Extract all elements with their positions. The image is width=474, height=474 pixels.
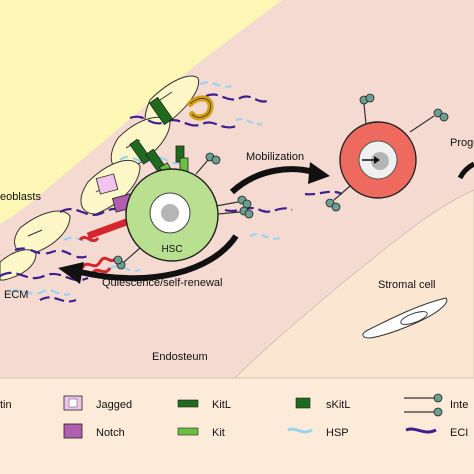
legend-tin-label: tin: [0, 399, 12, 411]
integrin-head: [211, 155, 221, 165]
hsp-fiber: [249, 233, 281, 240]
hsp-fiber: [235, 118, 263, 126]
ecm-fiber: [304, 190, 343, 196]
legend-integrin-swatch: [404, 397, 434, 413]
hsp-fiber: [109, 265, 141, 272]
integrin: [363, 103, 367, 125]
integrin-head: [439, 112, 449, 122]
kitl-molecule: [148, 96, 174, 126]
legend-integrin-label: Inte: [450, 399, 468, 411]
mobilization-arrowhead: [308, 162, 330, 184]
bone-region: [0, 0, 282, 224]
stromal-region: [234, 189, 474, 379]
mobilization-arrow: [229, 166, 315, 195]
ecm-fiber: [14, 247, 89, 259]
legend-kit-label: Kit: [212, 427, 225, 439]
legend-skitl-swatch: [295, 397, 311, 409]
osteoblast-nucleus: [27, 229, 43, 237]
integrin: [195, 159, 209, 175]
legend-kitl-swatch: [177, 399, 199, 408]
quiescence-arrow: [79, 234, 239, 282]
integrin: [217, 211, 241, 215]
ecm-fiber: [205, 93, 271, 103]
integrin: [215, 201, 239, 207]
gold-receptor-outline: [189, 97, 212, 118]
legend-skitl-label: sKitL: [326, 399, 350, 411]
jagged-ligand: [95, 173, 119, 195]
hsc-nucleolus: [161, 204, 179, 222]
legend-notch-label: Notch: [96, 427, 125, 439]
integrin: [123, 247, 141, 263]
legend-integrin-head: [433, 407, 443, 417]
ecm-fiber: [224, 206, 293, 213]
osteoblast-nucleus: [159, 91, 173, 101]
integrin-head: [244, 209, 254, 219]
progenitor-nucleolus: [371, 152, 389, 170]
legend-notch-swatch: [63, 423, 83, 439]
hsp-fiber: [9, 289, 71, 296]
integrin: [333, 185, 351, 201]
ecm-region-label: ECM: [4, 289, 28, 301]
hsc-label: HSC: [161, 244, 182, 255]
legend-jagged-label: Jagged: [96, 399, 132, 411]
n-cadherin: [78, 235, 100, 243]
legend-hsp-swatch: [287, 427, 313, 434]
legend-hsp-label: HSP: [326, 427, 349, 439]
legend-kitl-label: KitL: [212, 399, 231, 411]
integrin-head: [325, 198, 335, 208]
mobilization-label: Mobilization: [246, 151, 304, 163]
endosteum-label: Endosteum: [152, 351, 208, 363]
ecm-fiber: [39, 296, 77, 303]
integrin-head: [433, 108, 443, 118]
integrin-head: [113, 255, 123, 265]
legend-integrin-head: [433, 393, 443, 403]
osteoblast-cell: [14, 210, 71, 255]
integrin-head: [331, 202, 341, 212]
quiescence-label: Quiescence/self-renewal: [102, 277, 222, 289]
right-edge-arrow: [457, 161, 474, 180]
stromal-cell-nucleus: [400, 311, 428, 325]
legend-jagged-swatch-inner: [68, 398, 78, 408]
integrin-head: [365, 93, 375, 103]
n-cadherin: [80, 256, 118, 269]
legend-ecm-swatch: [405, 427, 437, 434]
stromal-cell-label: Stromal cell: [378, 279, 435, 291]
integrin: [409, 115, 435, 133]
hsp-fiber: [199, 81, 233, 88]
legend-ecm-label: ECI: [450, 427, 468, 439]
legend-kit-swatch: [177, 427, 199, 436]
osteoblasts-label: eoblasts: [0, 191, 41, 203]
kitl-molecule: [129, 138, 152, 165]
progenitor-inner-arrowhead: [374, 156, 380, 164]
n-cadherin: [86, 216, 134, 240]
progenitor-label: Proge: [450, 137, 474, 149]
quiescence-arrowhead: [58, 262, 84, 284]
